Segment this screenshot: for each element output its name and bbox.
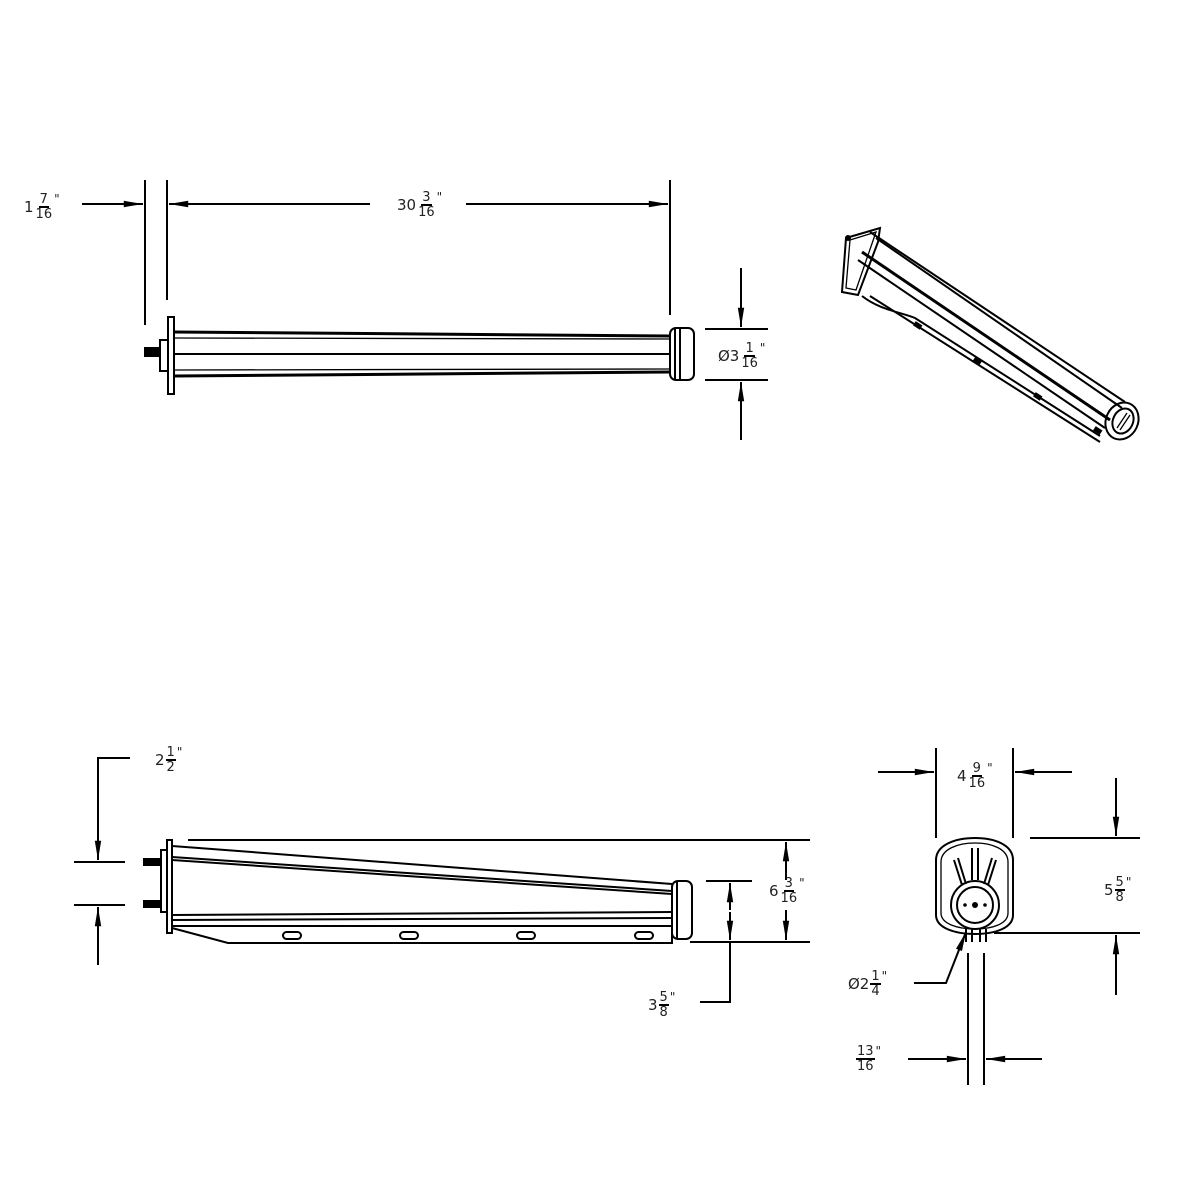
fraction-numerator: 5 — [658, 990, 669, 1006]
inch-unit: " — [759, 341, 766, 355]
dimension-fraction: 1 4 — [870, 969, 881, 999]
inch-unit: " — [669, 990, 676, 1004]
isometric-view — [840, 226, 1140, 443]
dimension-fraction: 9 16 — [968, 762, 987, 790]
dimension-fraction: 13 16 — [856, 1045, 875, 1073]
dimension-whole: 6 — [769, 881, 779, 900]
dimension-plate-height: 5 5 8 " — [1104, 876, 1131, 904]
inch-unit: " — [987, 761, 993, 775]
end-view — [878, 748, 1140, 1085]
inch-unit: " — [436, 190, 443, 204]
dimension-fraction: 5 8 — [658, 990, 669, 1020]
fraction-numerator: 1 — [744, 341, 755, 357]
inch-unit: " — [875, 1044, 882, 1058]
inch-unit: " — [799, 876, 805, 890]
dimension-whole: 5 — [1104, 880, 1114, 899]
dimension-fraction: 5 8 — [1114, 875, 1125, 905]
dimension-stud-spacing: 2 1 2 " — [155, 746, 182, 774]
fraction-numerator: 1 — [165, 745, 176, 761]
side-view — [74, 757, 810, 1003]
inch-unit: " — [54, 192, 60, 206]
inch-unit: " — [1125, 875, 1132, 889]
fraction-denominator: 2 — [166, 760, 175, 775]
fraction-denominator: 8 — [659, 1005, 668, 1020]
fraction-denominator: 16 — [35, 207, 53, 222]
fraction-denominator: 8 — [1115, 890, 1124, 905]
fraction-numerator: 1 — [870, 969, 881, 985]
top-view — [82, 180, 768, 440]
fraction-numerator: 7 — [38, 192, 49, 208]
dimension-whole: 30 — [397, 195, 417, 214]
dimension-flange-thickness: 13 16 " — [856, 1045, 881, 1073]
fraction-numerator: 13 — [856, 1044, 875, 1060]
fraction-denominator: 16 — [968, 776, 986, 791]
fraction-numerator: 3 — [783, 876, 794, 892]
fraction-numerator: 5 — [1114, 875, 1125, 891]
dimension-end-diameter: Ø3 1 16 " — [718, 342, 765, 370]
dimension-whole: 4 — [957, 766, 967, 785]
fraction-denominator: 16 — [418, 205, 435, 220]
fraction-denominator: 4 — [871, 984, 880, 999]
fraction-denominator: 16 — [741, 356, 758, 371]
dimension-whole: 2 — [155, 750, 165, 769]
dimension-overall-length: 30 3 16 " — [397, 191, 442, 219]
dimension-whole: 1 — [24, 197, 34, 216]
dimension-fraction: 7 16 — [35, 193, 54, 221]
diameter-prefix: Ø2 — [848, 974, 870, 993]
fraction-numerator: 9 — [971, 761, 982, 777]
dimension-whole: 3 — [648, 995, 658, 1014]
dimension-plate-width: 4 9 16 " — [957, 762, 993, 790]
fraction-denominator: 16 — [857, 1059, 874, 1074]
diameter-prefix: Ø3 — [718, 346, 740, 365]
dimension-fraction: 1 16 — [740, 342, 759, 370]
inch-unit: " — [881, 969, 888, 983]
fraction-numerator: 3 — [421, 190, 432, 206]
fraction-denominator: 16 — [780, 891, 798, 906]
dimension-base-height: 6 3 16 " — [769, 877, 805, 905]
dimension-fraction: 1 2 — [165, 745, 176, 775]
inch-unit: " — [176, 745, 183, 759]
dimension-tip-height: 3 5 8 " — [648, 991, 675, 1019]
dimension-plate-thickness: 1 7 16 " — [24, 193, 60, 221]
dimension-fraction: 3 16 — [780, 877, 799, 905]
dimension-cap-diameter: Ø2 1 4 " — [848, 970, 887, 998]
dimension-fraction: 3 16 — [417, 191, 436, 219]
